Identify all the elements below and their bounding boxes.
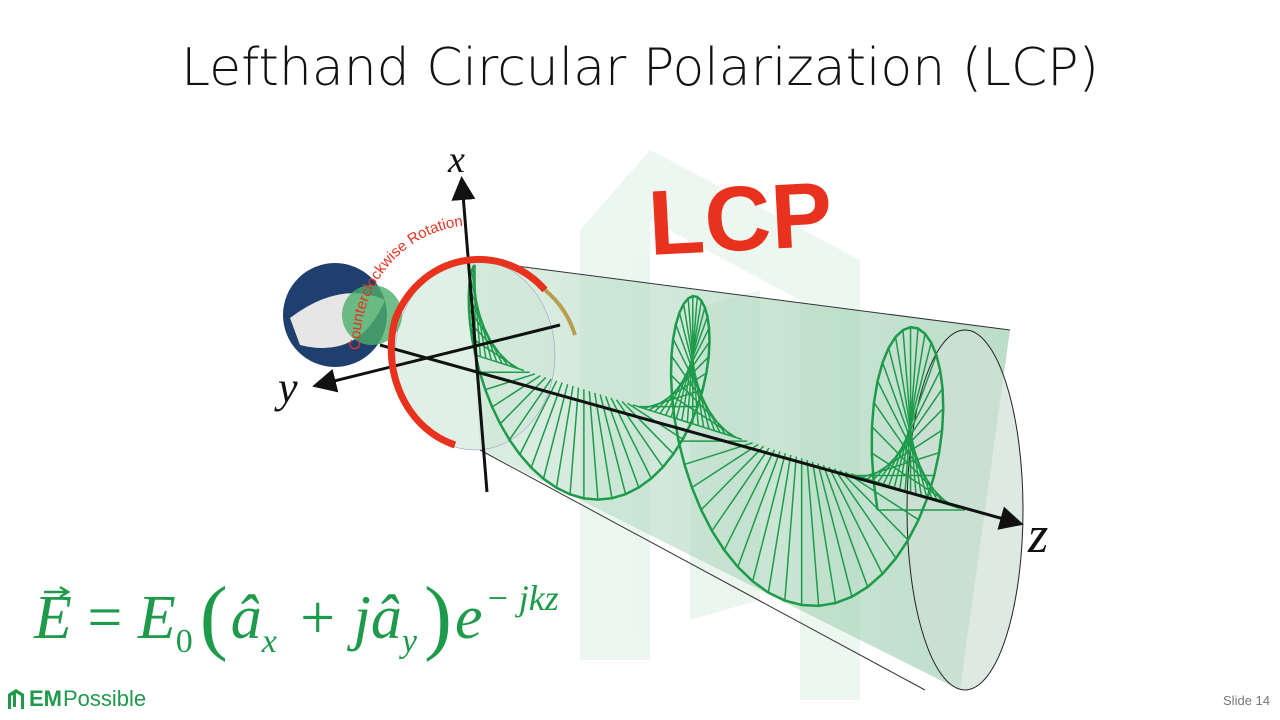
field-vector (615, 399, 664, 468)
rotation-arrow (387, 255, 548, 449)
eq-equals: = (71, 584, 138, 652)
field-vector (594, 392, 613, 499)
field-vector (871, 426, 950, 506)
logo-mark-icon (8, 689, 24, 709)
field-vector (723, 449, 776, 551)
eq-ax: â (230, 584, 262, 652)
field-vector (888, 354, 938, 487)
field-vector (599, 394, 627, 495)
field-vector (499, 376, 547, 425)
field-vector (475, 354, 525, 372)
slide-title: Lefthand Circular Polarization (LCP) (181, 38, 1099, 98)
field-vector (604, 396, 640, 488)
field-vector (711, 447, 770, 532)
logo-bold: EM (29, 686, 62, 711)
field-vector (569, 387, 580, 495)
logo-text: EMPossible (29, 686, 146, 712)
field-vector (784, 456, 797, 601)
x-axis-label: x (447, 139, 465, 181)
field-vector (871, 408, 944, 482)
x-axis (451, 176, 489, 493)
field-vector (894, 336, 923, 497)
field-vector (817, 463, 853, 597)
field-vector (828, 466, 884, 575)
field-vector (871, 452, 955, 508)
field-vector (844, 471, 919, 521)
logo-rest: Possible (63, 686, 147, 711)
field-vector (882, 370, 941, 485)
z-axis (379, 343, 1024, 530)
eq-ay: â (370, 584, 402, 652)
field-vector (751, 452, 787, 582)
field-vector (621, 400, 674, 455)
field-vector (898, 333, 926, 490)
lcp-badge: LCP (646, 163, 835, 274)
field-vector (542, 384, 569, 479)
field-vector (833, 468, 897, 559)
field-vector (671, 395, 737, 439)
field-vector (767, 454, 792, 593)
eq-exp: − jkz (485, 578, 559, 618)
eq-amp: E (137, 584, 176, 652)
slide-number: Slide 14 (1223, 693, 1270, 708)
eq-plus: + j (280, 584, 371, 652)
y-axis-label: y (274, 363, 298, 412)
field-vector (530, 382, 563, 468)
eye-icon (283, 263, 402, 367)
eq-ay-sub: y (401, 623, 417, 660)
eq-close: ) (423, 570, 452, 663)
vector-arrow-icon (44, 585, 71, 599)
field-vector (893, 342, 932, 488)
field-equation: E = E0(âx + jây)e− jkz (34, 568, 559, 665)
eq-open: ( (199, 570, 228, 663)
wave-envelope-cone (470, 260, 1010, 690)
field-vector (902, 329, 917, 495)
y-axis (312, 323, 561, 393)
eq-lhs: E (34, 584, 72, 652)
field-vector (670, 374, 732, 437)
field-vector (811, 461, 837, 604)
field-vector (468, 296, 503, 364)
field-vector (806, 459, 820, 606)
field-vector (904, 328, 919, 492)
eq-amp-sub: 0 (175, 623, 193, 660)
field-vector (700, 445, 765, 511)
helix-vectors (467, 264, 965, 608)
field-vector (839, 469, 909, 541)
field-vector (588, 391, 599, 500)
eq-exp-base: e (454, 584, 483, 652)
field-vector (887, 347, 928, 499)
field-vector (491, 375, 541, 408)
eq-ax-sub: x (261, 623, 277, 660)
field-vector (822, 464, 869, 588)
field-vector (674, 417, 743, 441)
field-vector (881, 362, 934, 500)
field-vector (737, 451, 781, 568)
empossible-logo: EMPossible (6, 686, 146, 712)
field-vector (555, 385, 574, 488)
field-vector (508, 378, 552, 441)
field-vector (691, 443, 759, 489)
z-axis-label: z (1027, 507, 1048, 564)
e-vector: E (34, 583, 72, 654)
helix-curve (467, 264, 945, 608)
